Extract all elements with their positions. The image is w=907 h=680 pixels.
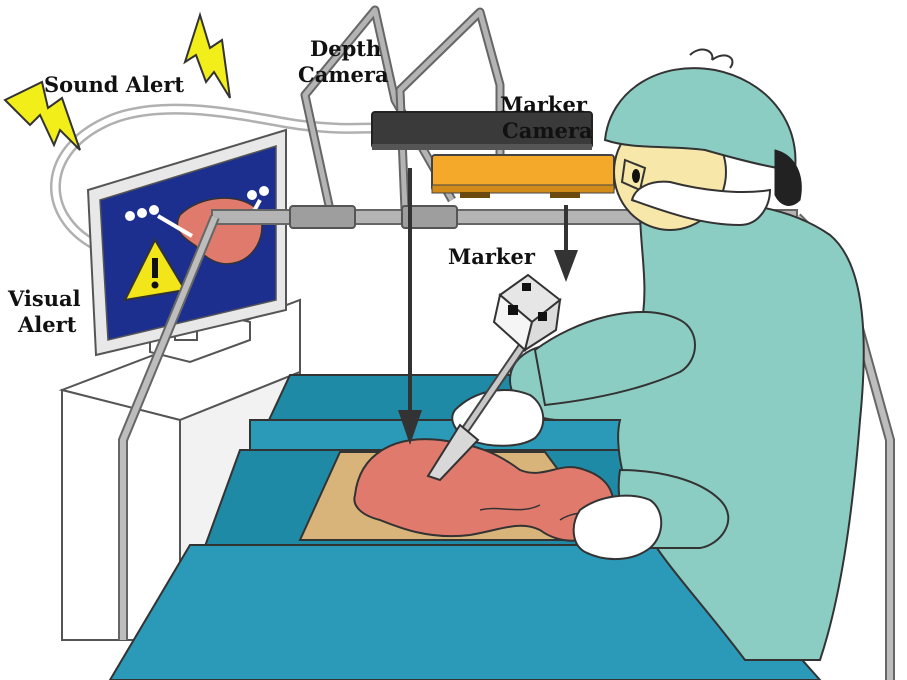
label-visual-alert-line1: Visual bbox=[7, 286, 81, 311]
label-depth-camera-line2: Camera bbox=[298, 62, 389, 87]
label-visual-alert-line2: Alert bbox=[17, 312, 77, 337]
label-marker: Marker bbox=[448, 244, 536, 269]
lightning-icon bbox=[185, 15, 230, 98]
marker-camera bbox=[432, 155, 614, 198]
label-sound-alert: Sound Alert bbox=[44, 72, 184, 97]
label-marker-camera-line2: Camera bbox=[502, 118, 593, 143]
label-depth-camera-line1: Depth bbox=[310, 36, 381, 61]
label-marker-camera-line1: Marker bbox=[500, 92, 588, 117]
left-hand-glove bbox=[574, 496, 662, 559]
